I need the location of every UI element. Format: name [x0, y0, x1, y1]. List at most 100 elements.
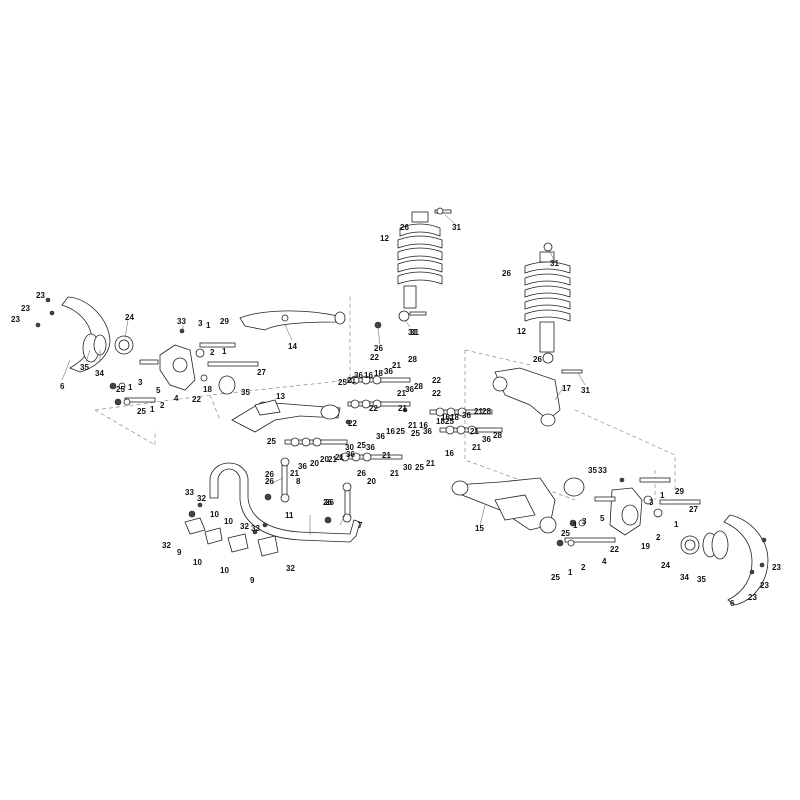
callout-21: 21	[397, 389, 406, 398]
callout-5: 5	[600, 514, 605, 523]
callout-8: 8	[296, 477, 301, 486]
callout-21: 21	[328, 455, 337, 464]
callout-33: 33	[251, 524, 260, 533]
callout-18: 18	[203, 385, 212, 394]
callout-20: 20	[320, 455, 329, 464]
bolts-front-left	[109, 328, 259, 406]
callout-26: 26	[400, 223, 409, 232]
callout-21: 21	[474, 407, 483, 416]
callout-9: 9	[177, 548, 182, 557]
callout-18: 18	[450, 413, 459, 422]
upper-a-arm-rear	[492, 367, 561, 427]
callout-23: 23	[772, 563, 781, 572]
callout-26: 26	[265, 477, 274, 486]
callout-4: 4	[602, 557, 607, 566]
callout-1: 1	[674, 520, 679, 529]
shock-absorber-front	[397, 207, 452, 322]
callout-16: 16	[419, 421, 428, 430]
callout-1: 1	[222, 347, 227, 356]
callout-22: 22	[348, 419, 357, 428]
callout-36: 36	[376, 432, 385, 441]
callout-31: 31	[581, 386, 590, 395]
callout-32: 32	[197, 494, 206, 503]
callout-26: 26	[502, 269, 511, 278]
callout-31: 31	[410, 328, 419, 337]
callout-36: 36	[354, 371, 363, 380]
callout-35: 35	[588, 466, 597, 475]
callout-34: 34	[95, 369, 104, 378]
callout-29: 29	[675, 487, 684, 496]
callout-25: 25	[411, 429, 420, 438]
callout-6: 6	[60, 382, 65, 391]
callout-21: 21	[335, 453, 344, 462]
callout-13: 13	[276, 392, 285, 401]
callout-2: 2	[210, 348, 215, 357]
callout-30: 30	[345, 443, 354, 452]
callout-21: 21	[390, 469, 399, 478]
callout-31: 31	[408, 328, 417, 337]
callout-36: 36	[366, 443, 375, 452]
callout-15: 15	[475, 524, 484, 533]
callout-3: 3	[198, 319, 203, 328]
callout-14: 14	[288, 342, 297, 351]
callout-6: 6	[730, 599, 735, 608]
callout-35: 35	[80, 363, 89, 372]
callout-11: 11	[285, 511, 294, 520]
callout-1: 1	[573, 521, 578, 530]
callout-17: 17	[562, 384, 571, 393]
rear-knuckle	[556, 477, 701, 547]
callout-20: 20	[310, 459, 319, 468]
callout-32: 32	[286, 564, 295, 573]
callout-22: 22	[369, 404, 378, 413]
callout-3: 3	[138, 378, 143, 387]
callout-2: 2	[160, 401, 165, 410]
callout-35: 35	[697, 575, 706, 584]
callout-21: 21	[426, 459, 435, 468]
callout-1: 1	[660, 491, 665, 500]
callout-1: 1	[568, 568, 573, 577]
callout-16: 16	[364, 371, 373, 380]
callout-21: 21	[470, 427, 479, 436]
callout-20: 20	[367, 477, 376, 486]
callout-22: 22	[370, 353, 379, 362]
callout-28: 28	[408, 355, 417, 364]
shock-absorber-rear	[524, 242, 583, 384]
callout-labels: 23 23 23 6 35 34 24 33 3 1 2 1 25 1 3 5 …	[11, 223, 781, 608]
bushing-stacks	[284, 321, 503, 462]
callout-16: 16	[441, 413, 450, 422]
callout-36: 36	[405, 385, 414, 394]
callout-4: 4	[174, 394, 179, 403]
callout-25: 25	[551, 573, 560, 582]
callout-26: 26	[357, 469, 366, 478]
callout-25: 25	[137, 407, 146, 416]
callout-10: 10	[210, 510, 219, 519]
callout-25: 25	[445, 417, 454, 426]
lower-a-arm-rear	[451, 477, 557, 534]
callout-36: 36	[423, 427, 432, 436]
lower-a-arm-front	[231, 399, 341, 433]
callout-33: 33	[598, 466, 607, 475]
brake-disc-right	[723, 514, 769, 606]
fasteners-left-disc	[35, 297, 55, 328]
callout-9: 9	[250, 576, 255, 585]
callout-26: 26	[323, 498, 332, 507]
callout-25: 25	[415, 463, 424, 472]
callout-32: 32	[162, 541, 171, 550]
callout-21: 21	[408, 421, 417, 430]
callout-3: 3	[582, 517, 587, 526]
brake-disc-left	[61, 296, 111, 373]
callout-31: 31	[452, 223, 461, 232]
callout-36: 36	[346, 450, 355, 459]
callout-33: 33	[177, 317, 186, 326]
stabilizer-clamps	[184, 502, 279, 557]
callout-26: 26	[533, 355, 542, 364]
callout-21: 21	[398, 404, 407, 413]
callout-22: 22	[432, 376, 441, 385]
callout-25: 25	[561, 529, 570, 538]
callout-2: 2	[656, 533, 661, 542]
callout-12: 12	[380, 234, 389, 243]
callout-21: 21	[392, 361, 401, 370]
callout-25: 25	[116, 385, 125, 394]
upper-a-arm-front	[239, 310, 346, 331]
